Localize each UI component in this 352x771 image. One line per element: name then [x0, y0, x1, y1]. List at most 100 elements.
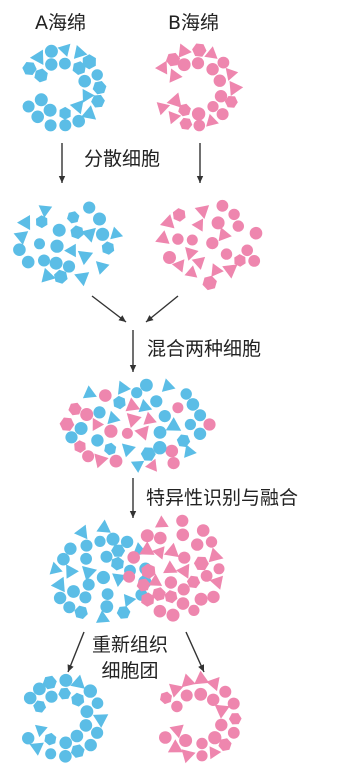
reformed-b-ring-cell-triangle	[194, 670, 210, 685]
dispersed-a-cell-hexagon	[67, 211, 80, 224]
sponge-b-ring-cell-hexagon	[166, 52, 181, 67]
dispersed-b-cell-triangle	[191, 256, 206, 270]
dispersed-a-cell-triangle	[77, 250, 94, 266]
reformed-b-ring-cell-triangle	[181, 749, 196, 764]
sorted-a-cell-round	[64, 542, 77, 555]
reformed-b-ring-cell-round	[180, 689, 193, 702]
sorted-a-cell-round	[63, 601, 76, 614]
reformed-a-ring-cell-triangle	[92, 714, 109, 728]
dispersed-b-cell-round	[186, 234, 198, 246]
reformed-b-ring-cell-triangle	[214, 704, 230, 719]
sponge-a-ring-cell-round	[72, 114, 85, 128]
dispersed-a-cell-round	[50, 239, 64, 253]
sorted-b-cell-hexagon	[136, 578, 151, 592]
dispersed-a-cell-round	[93, 212, 106, 226]
sorted-a-cell-hexagon	[74, 605, 88, 619]
dispersed-a-cell-triangle	[41, 267, 56, 283]
mixed-cell-hexagon	[74, 440, 86, 453]
reformed-a-ring-cell-hexagon	[71, 692, 85, 707]
sponge-b-ring-cell-hexagon	[179, 117, 193, 130]
arrow-reorganize-b	[185, 631, 205, 673]
reformed-b-ring-cell-round	[196, 737, 208, 750]
dispersed-b-cell-hexagon	[234, 254, 246, 267]
sorted-a-cell-round	[120, 535, 134, 549]
dispersed-b-cell-triangle	[211, 263, 224, 277]
sorted-b-cell-round	[140, 529, 154, 543]
mixed-cell-round	[65, 431, 78, 444]
dispersed-b-cell-triangle	[218, 227, 232, 242]
sorted-b-cell-round	[127, 551, 140, 564]
mixed-cell-round	[153, 441, 167, 455]
sorted-b-cell-triangle	[208, 547, 224, 563]
mixed-cell-round	[158, 410, 171, 423]
mixed-cell-triangle	[121, 443, 136, 458]
sorted-a-cell-round	[79, 591, 92, 604]
dispersed-b-cell-round	[248, 255, 261, 267]
dispersed-a-cell-triangle	[95, 261, 110, 275]
arrow-converge-a	[91, 295, 127, 323]
sponge-a-ring-cell-triangle	[73, 45, 88, 59]
mixed-cell-round	[99, 389, 112, 402]
reformed-b-ring-cell-triangle	[206, 677, 220, 692]
mixed-cell-hexagon	[140, 447, 156, 461]
sorted-b-cell-triangle	[151, 546, 165, 560]
reformed-a-ring-cell-round	[59, 673, 73, 687]
mixed-cell-triangle	[130, 460, 145, 473]
mixed-cell-round	[131, 387, 143, 399]
mixed-cell-round	[193, 427, 207, 440]
mixed-cell-round	[109, 454, 123, 468]
mixed-cell-triangle	[94, 453, 109, 469]
sponge-b-ring-cell-triangle	[206, 113, 219, 127]
mixed-cell-round	[82, 450, 95, 463]
sponge-a-ring-cell-round	[78, 74, 91, 88]
sorted-b-cell-triangle	[155, 515, 169, 528]
dispersed-a-cell-round	[34, 238, 45, 250]
sorted-a-cell-triangle	[74, 524, 88, 540]
sorted-b-cell-triangle	[148, 573, 163, 586]
reformed-a-ring-cell-triangle	[29, 742, 44, 756]
arrow-reorganize-b-head	[198, 664, 204, 672]
dispersed-a-cell-hexagon	[36, 215, 48, 229]
mixed-cell-round	[153, 426, 167, 439]
reformed-b-ring-cell-round	[207, 693, 220, 706]
sorted-a-cell-triangle	[96, 519, 111, 533]
sorted-b-cell-round	[166, 608, 180, 622]
sorted-b-cell-round	[153, 604, 167, 618]
mixed-cell-triangle	[82, 385, 97, 399]
sorted-b-cell-round	[213, 563, 225, 575]
sorted-b-cell-round	[176, 528, 190, 542]
dispersed-b-cell-hexagon	[172, 208, 186, 222]
sponge-a-ring-cell-hexagon	[82, 54, 96, 70]
dispersed-b-cell-triangle	[191, 218, 204, 232]
sponge-a-ring-cell-round	[45, 58, 58, 71]
mixed-cell-triangle	[161, 378, 176, 392]
sponge-b-ring-cell-round	[213, 74, 226, 87]
sorted-a-cell-round	[101, 588, 114, 600]
sorted-a-cell-triangle	[66, 564, 79, 579]
dispersed-b-cell-round	[241, 244, 253, 257]
label-step-recognition-fusion: 特异性识别与融合	[146, 487, 299, 509]
dispersed-a-cell-round	[38, 254, 50, 267]
sponge-a-ring-cell-round	[31, 110, 44, 124]
arrow-reorganize-a	[67, 631, 85, 673]
dispersed-b-cell-hexagon	[202, 275, 217, 291]
sponge-b-ring-cell-triangle	[225, 67, 239, 81]
reformed-b-ring-cell-triangle	[167, 739, 183, 753]
dispersed-a-cell-triangle	[13, 231, 29, 245]
mixed-cell-hexagon	[68, 402, 82, 416]
sorted-b-cell-round	[176, 514, 189, 527]
reformed-a-ring-cell-round	[45, 690, 58, 703]
dispersed-b-cell-triangle	[160, 214, 175, 229]
mixed-cell-round	[165, 444, 179, 458]
dispersed-a-cell-hexagon	[54, 269, 68, 284]
sponge-b-ring-cell-triangle	[204, 46, 218, 59]
reformed-b-ring-cell-triangle	[181, 673, 196, 688]
sorted-b-cell-hexagon	[141, 592, 155, 607]
dispersed-a-cell-round	[83, 201, 96, 214]
reformed-b-ring-cell-hexagon	[218, 738, 232, 751]
dispersed-b-cell-triangle	[222, 264, 238, 279]
sponge-a-ring-cell-round	[34, 93, 48, 107]
mixed-cell-hexagon	[104, 442, 117, 456]
sorted-b-cell-triangle	[163, 542, 179, 558]
reformed-a-ring-cell-hexagon	[44, 732, 57, 746]
